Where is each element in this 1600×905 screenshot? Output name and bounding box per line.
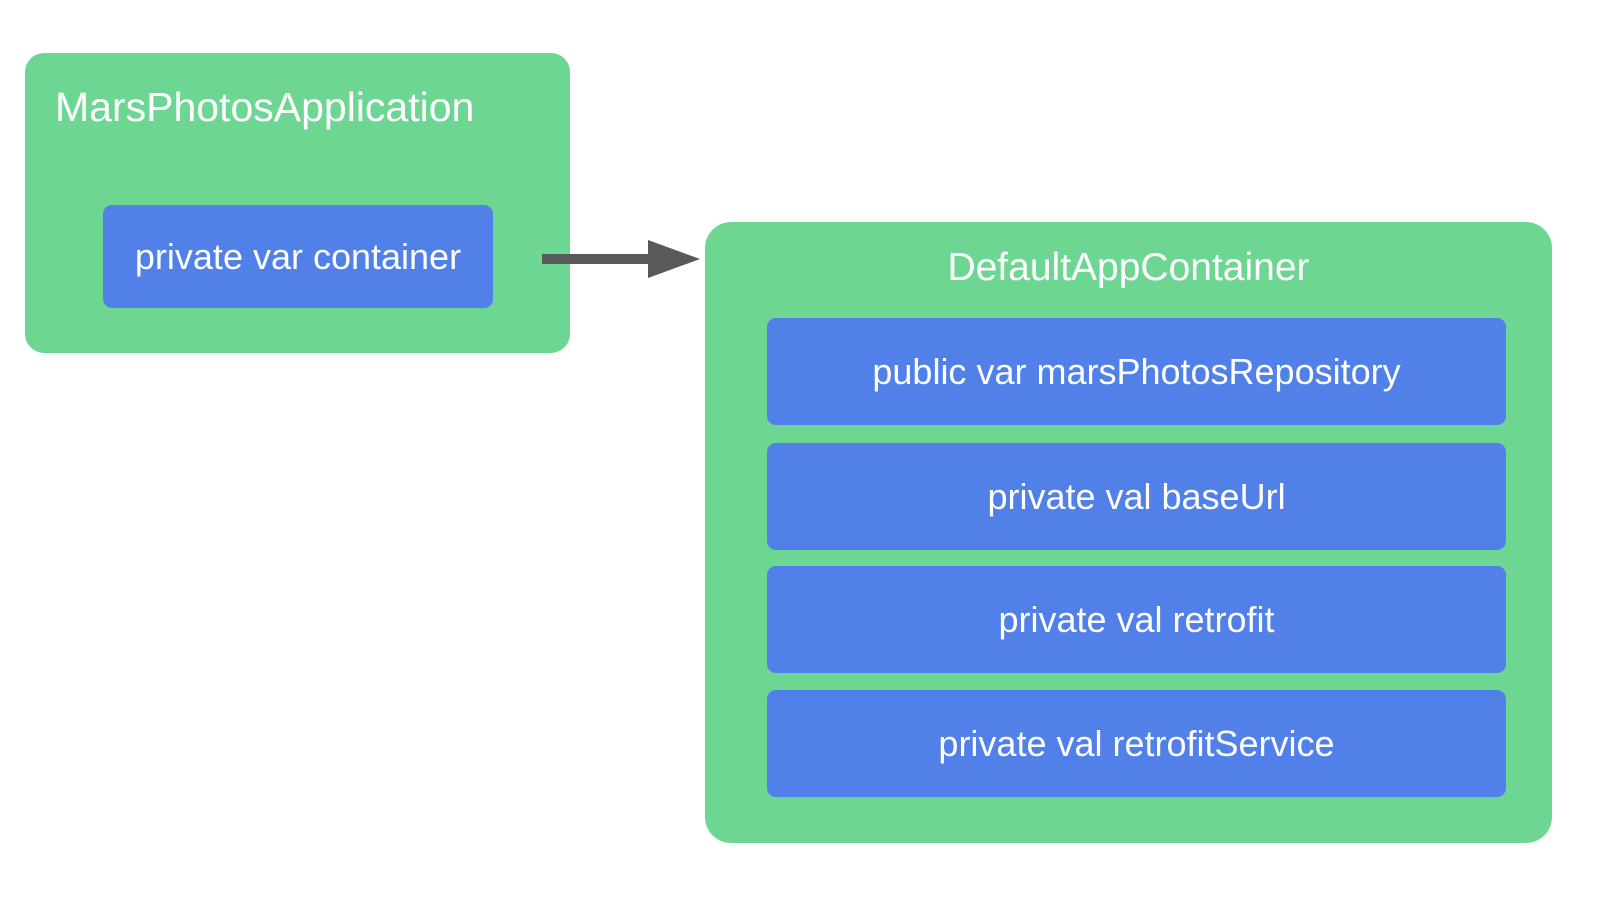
property-label-container: private var container — [134, 235, 462, 277]
property-box-retrofit-service[interactable]: private val retrofitService — [767, 690, 1506, 797]
class-title-mars-photos-application: MarsPhotosApplication — [55, 84, 475, 130]
property-label-base-url: private val baseUrl — [987, 475, 1286, 517]
property-label-mars-photos-repository: public var marsPhotosRepository — [872, 350, 1401, 392]
class-title-default-app-container: DefaultAppContainer — [947, 246, 1310, 289]
property-box-container[interactable]: private var container — [103, 205, 493, 308]
class-box-mars-photos-application[interactable]: MarsPhotosApplication private var contai… — [25, 53, 570, 353]
property-label-retrofit: private val retrofit — [998, 598, 1275, 640]
property-box-mars-photos-repository[interactable]: public var marsPhotosRepository — [767, 318, 1506, 425]
dependency-arrow-icon — [542, 240, 700, 278]
property-box-retrofit[interactable]: private val retrofit — [767, 566, 1506, 673]
property-box-base-url[interactable]: private val baseUrl — [767, 443, 1506, 550]
class-box-default-app-container[interactable]: DefaultAppContainer public var marsPhoto… — [705, 222, 1552, 843]
property-label-retrofit-service: private val retrofitService — [938, 722, 1335, 764]
